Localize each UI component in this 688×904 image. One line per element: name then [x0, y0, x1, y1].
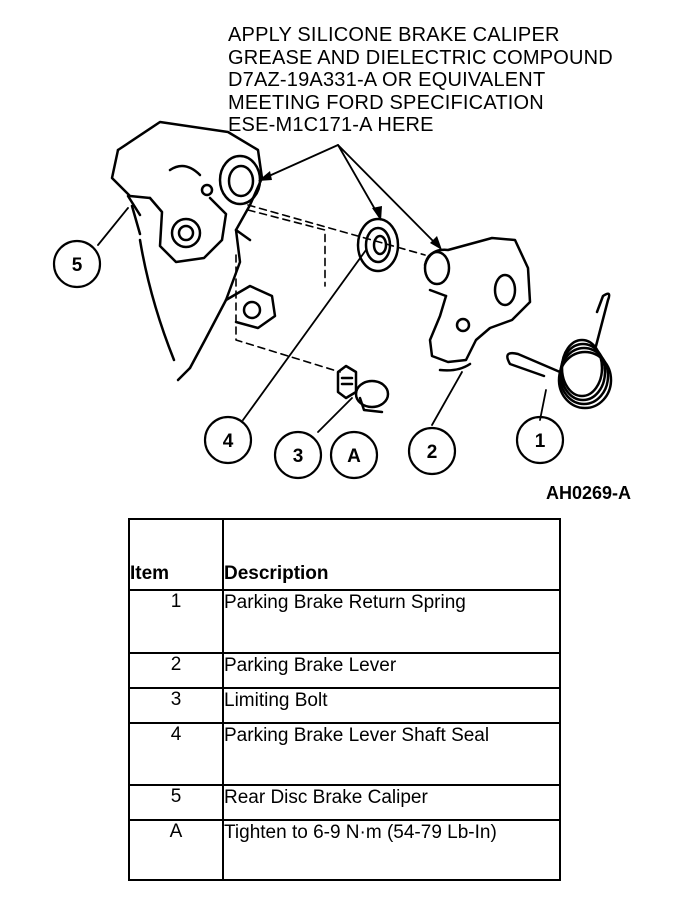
lubrication-note: APPLY SILICONE BRAKE CALIPER GREASE AND …	[228, 24, 613, 137]
header-description: Description	[222, 518, 561, 591]
note-line: MEETING FORD SPECIFICATION	[228, 91, 544, 114]
table-header-row: Item Description	[128, 518, 561, 591]
row-item: A	[128, 819, 224, 881]
note-line: GREASE AND DIELECTRIC COMPOUND	[228, 46, 613, 69]
header-item: Item	[128, 518, 224, 591]
row-item: 4	[128, 722, 224, 786]
row-description: Tighten to 6-9 N·m (54-79 Lb-In)	[222, 819, 561, 881]
parking-brake-lever-drawing	[423, 236, 532, 372]
row-description: Rear Disc Brake Caliper	[222, 784, 561, 821]
return-spring-drawing	[506, 292, 613, 410]
row-item: 3	[128, 687, 224, 724]
table-row: 1 Parking Brake Return Spring	[128, 589, 561, 654]
note-line: D7AZ-19A331-A OR EQUIVALENT	[228, 69, 546, 91]
row-description: Parking Brake Return Spring	[222, 589, 561, 654]
parts-legend-table: Item Description 1 Parking Brake Return …	[128, 518, 561, 881]
row-description: Parking Brake Lever	[222, 652, 561, 689]
row-item: 1	[128, 589, 224, 654]
row-description: Limiting Bolt	[222, 687, 561, 724]
table-row: 5 Rear Disc Brake Caliper	[128, 784, 561, 821]
row-item: 2	[128, 652, 224, 689]
table-row: 4 Parking Brake Lever Shaft Seal	[128, 722, 561, 786]
callout-3: 3	[293, 446, 304, 467]
callout-2: 2	[427, 442, 438, 463]
table-row: 2 Parking Brake Lever	[128, 652, 561, 689]
callout-1: 1	[535, 431, 546, 452]
row-item: 5	[128, 784, 224, 821]
note-line: APPLY SILICONE BRAKE CALIPER	[228, 24, 560, 46]
figure-id: AH0269-A	[546, 483, 632, 503]
table-row: 3 Limiting Bolt	[128, 687, 561, 724]
callout-5: 5	[72, 255, 83, 276]
callout-4: 4	[223, 431, 234, 452]
row-description: Parking Brake Lever Shaft Seal	[222, 722, 561, 786]
limiting-bolt-drawing	[336, 364, 390, 414]
shaft-seal-drawing	[356, 217, 400, 273]
callout-a: A	[347, 446, 361, 467]
table-row: A Tighten to 6-9 N·m (54-79 Lb-In)	[128, 819, 561, 881]
note-line: ESE-M1C171-A HERE	[228, 114, 434, 136]
brake-caliper-drawing	[110, 120, 277, 382]
